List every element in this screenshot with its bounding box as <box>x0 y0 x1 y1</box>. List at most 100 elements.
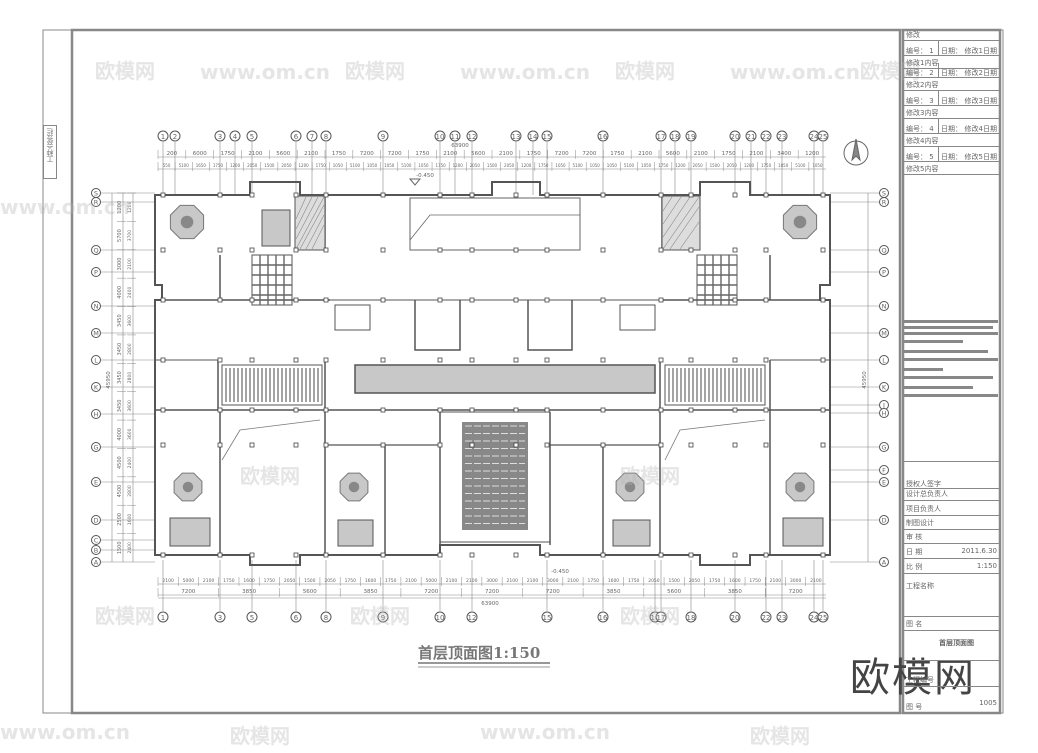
dimension-text: 1600 <box>243 578 255 584</box>
axis-label-left: C <box>94 537 99 545</box>
column <box>437 407 443 413</box>
dimension-text: 2100 <box>203 578 215 584</box>
drawing-title: 首层顶面图1:150 <box>418 644 541 662</box>
axis-bubble <box>879 465 889 475</box>
axis-bubble <box>879 557 889 567</box>
axis-bubble <box>527 130 539 142</box>
column <box>600 357 606 363</box>
dimension-text: 4000 <box>117 286 123 299</box>
dimension-text: 7200 <box>789 589 803 595</box>
column <box>544 407 550 413</box>
axis-label-left: A <box>94 559 99 567</box>
revision-date: 修改3日期 <box>964 97 997 105</box>
column <box>658 357 664 363</box>
axis-bubble <box>91 245 101 255</box>
column <box>469 407 475 413</box>
revision-date-label: 日期： <box>941 97 962 105</box>
dimension-text: 3450 <box>117 343 123 356</box>
dimension-text: 7200 <box>485 589 499 595</box>
axis-bubble <box>377 611 389 623</box>
revision-content: 修改4内容 <box>906 137 939 145</box>
axis-bubble <box>91 382 101 392</box>
axis-label-right: F <box>882 467 886 475</box>
column <box>380 552 386 558</box>
column <box>249 357 255 363</box>
revision-content: 修改3内容 <box>906 109 939 117</box>
axis-bubble <box>466 611 478 623</box>
dimension-text: 2100 <box>446 578 458 584</box>
axis-label-bottom: 22 <box>762 614 771 622</box>
column <box>249 407 255 413</box>
dimension-text: 1600 <box>729 578 741 584</box>
revision-date: 修改5日期 <box>964 153 997 161</box>
dimension-text: 3000 <box>486 578 498 584</box>
dimension-text: 3450 <box>117 371 123 384</box>
axis-label-left: M <box>93 330 99 338</box>
dimension-text: 1050 <box>812 163 823 168</box>
dimension-text: 5600 <box>276 151 290 157</box>
dimension-text: 2400 <box>127 542 133 554</box>
column <box>688 407 694 413</box>
dimension-text: 2050 <box>281 163 292 168</box>
axis-bubble <box>157 611 169 623</box>
column <box>658 407 664 413</box>
axis-bubble <box>377 130 389 142</box>
column <box>658 297 664 303</box>
column <box>249 247 255 253</box>
axis-label-left: B <box>94 547 98 555</box>
dimension-text: 1750 <box>538 163 549 168</box>
column <box>437 297 443 303</box>
dimension-text: 1500 <box>710 163 721 168</box>
axis-label-bottom: 5 <box>250 614 254 622</box>
design-director-label: 设计总负责人 <box>906 490 948 498</box>
column <box>688 247 694 253</box>
column <box>820 442 826 448</box>
axis-label-left: Q <box>93 247 98 255</box>
column <box>469 247 475 253</box>
column <box>688 192 694 198</box>
column <box>160 192 166 198</box>
axis-label-right: M <box>881 330 887 338</box>
revision-content: 修改5内容 <box>906 165 939 173</box>
dimension-text: 2100 <box>466 578 478 584</box>
dimension-text: 7200 <box>555 151 569 157</box>
column <box>763 297 769 303</box>
column <box>323 552 329 558</box>
axis-label-bottom: 23 <box>778 614 787 622</box>
axis-bubble <box>879 408 889 418</box>
column <box>323 357 329 363</box>
column <box>437 357 443 363</box>
column <box>820 552 826 558</box>
axis-label-top: 13 <box>512 133 521 141</box>
axis-label-top: 16 <box>599 133 608 141</box>
dimension-text: 5000 <box>183 578 195 584</box>
dimension-text: 2100 <box>567 578 579 584</box>
axis-bubble <box>655 130 667 142</box>
watermark-logo: 欧模网 <box>95 604 155 628</box>
project-name-label: 工程名称 <box>906 582 934 590</box>
dimension-text: 6000 <box>193 151 207 157</box>
column <box>763 552 769 558</box>
axis-bubble <box>760 130 772 142</box>
axis-bubble <box>91 355 101 365</box>
dimension-text: 1750 <box>722 151 736 157</box>
axis-bubble <box>776 130 788 142</box>
axis-bubble <box>157 130 169 142</box>
revision-content-row: 修改4内容 <box>903 134 1000 147</box>
column <box>688 297 694 303</box>
review-label: 审 核 <box>906 533 923 541</box>
overall-dimension: 45950 <box>106 371 112 389</box>
dimension-text: 1200 <box>744 163 755 168</box>
axis-bubble <box>541 611 553 623</box>
column <box>437 442 443 448</box>
column <box>293 407 299 413</box>
axis-label-right: S <box>882 190 886 198</box>
axis-label-right: E <box>882 479 886 487</box>
revision-content: 修改1内容 <box>906 59 939 67</box>
dimension-text: 3450 <box>117 400 123 413</box>
axis-bubble <box>729 611 741 623</box>
axis-bubble <box>91 545 101 555</box>
